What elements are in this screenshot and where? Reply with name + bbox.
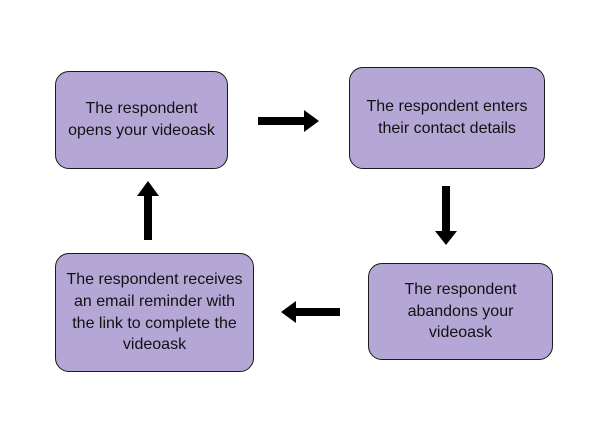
step-abandons-videoask: The respondent abandons your videoask <box>368 263 553 360</box>
step-label: The respondent receives an email reminde… <box>66 271 243 354</box>
step-opens-videoask: The respondent opens your videoask <box>55 71 228 169</box>
arrow-right-icon <box>258 110 319 132</box>
step-enters-contact-details: The respondent enters their contact deta… <box>349 67 545 169</box>
arrow-up-icon <box>137 181 159 240</box>
step-label: The respondent abandons your videoask <box>404 281 517 342</box>
step-label: The respondent opens your videoask <box>68 100 215 139</box>
step-label: The respondent enters their contact deta… <box>366 98 528 137</box>
step-receives-email-reminder: The respondent receives an email reminde… <box>55 253 254 372</box>
arrow-down-icon <box>435 186 457 245</box>
arrow-left-icon <box>281 301 340 323</box>
